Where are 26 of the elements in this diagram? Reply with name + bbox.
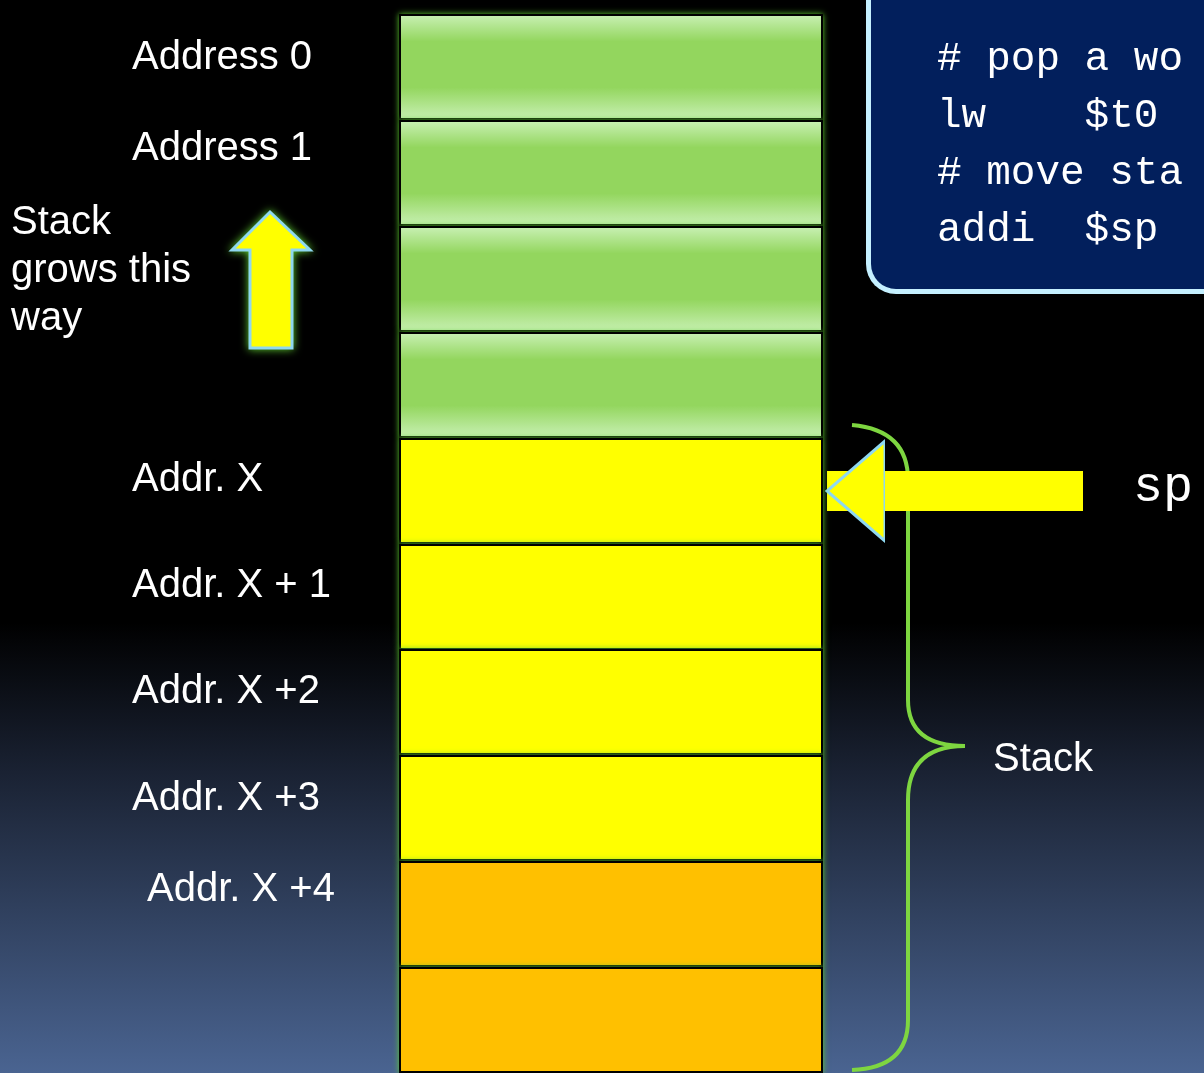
- address-label: Addr. X + 1: [132, 560, 332, 607]
- address-label: Addr. X: [132, 454, 264, 501]
- memory-cell: [399, 649, 823, 756]
- memory-cell: [399, 437, 823, 544]
- direction-note: Stack grows this way: [11, 197, 193, 340]
- memory-cell: [399, 967, 823, 1073]
- address-label: Address 0: [132, 32, 313, 79]
- memory-cell: [399, 861, 823, 968]
- memory-cell: [399, 755, 823, 862]
- code-line: lw $t0: [937, 92, 1159, 140]
- code-line: # move sta: [937, 149, 1184, 197]
- code-line: # pop a wo: [937, 35, 1184, 83]
- memory-cell: [399, 543, 823, 650]
- code-panel: [866, 0, 1204, 294]
- memory-cell: [399, 14, 823, 120]
- memory-cell: [399, 225, 823, 332]
- address-label: Address 1: [132, 123, 313, 170]
- bracket-label: Stack: [993, 734, 1094, 781]
- address-label: Addr. X +2: [132, 666, 320, 713]
- pointer-label: sp: [1133, 460, 1193, 516]
- code-line: addi $sp: [937, 206, 1159, 254]
- pointer-arrow: [825, 439, 1083, 543]
- address-label: Addr. X +4: [147, 864, 335, 911]
- memory-cell: [399, 119, 823, 226]
- address-label: Addr. X +3: [132, 773, 320, 820]
- memory-cell: [399, 331, 823, 438]
